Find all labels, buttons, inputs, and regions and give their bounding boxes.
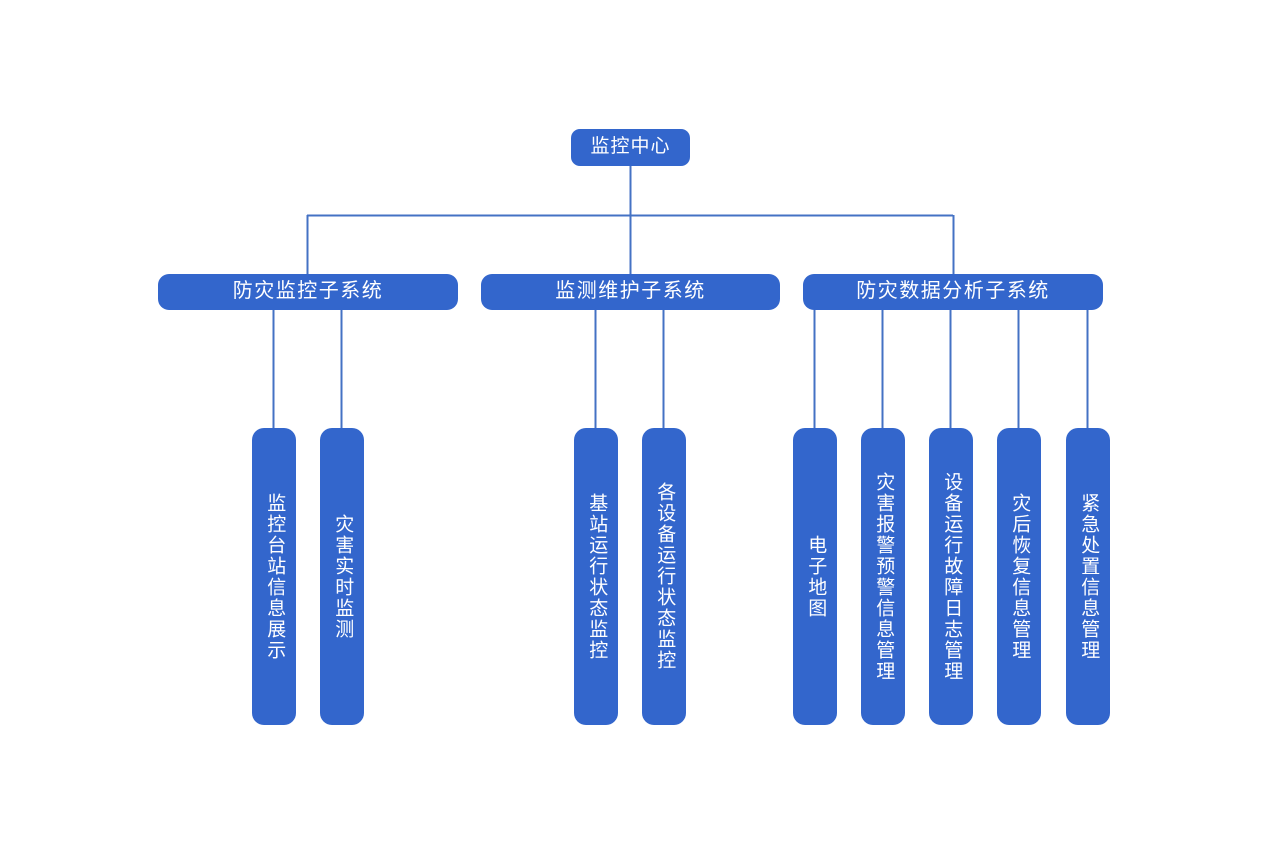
node-leaf-emergency-response-info-management[interactable]: 紧急处置信息管理 [1066, 428, 1110, 725]
node-leaf-label: 监控台站信息展示 [264, 492, 286, 661]
node-leaf-label: 设备运行故障日志管理 [941, 471, 963, 682]
node-leaf-device-fault-log-management[interactable]: 设备运行故障日志管理 [929, 428, 973, 725]
node-leaf-label: 灾害实时监测 [332, 513, 354, 640]
node-leaf-label: 基站运行状态监控 [586, 492, 608, 661]
node-leaf-label: 电子地图 [805, 534, 827, 619]
node-subsystem-1-label: 防灾监控子系统 [232, 280, 384, 303]
node-leaf-station-info-display[interactable]: 监控台站信息展示 [252, 428, 296, 725]
node-leaf-label: 灾后恢复信息管理 [1009, 492, 1031, 661]
node-subsystem-2-label: 监测维护子系统 [555, 280, 706, 303]
node-leaf-base-station-status-monitoring[interactable]: 基站运行状态监控 [574, 428, 618, 725]
node-leaf-disaster-alarm-warning-info-management[interactable]: 灾害报警预警信息管理 [861, 428, 905, 725]
node-subsystem-2[interactable]: 监测维护子系统 [481, 274, 780, 310]
node-leaf-realtime-disaster-monitoring[interactable]: 灾害实时监测 [320, 428, 364, 725]
node-leaf-device-status-monitoring[interactable]: 各设备运行状态监控 [642, 428, 686, 725]
node-root-monitoring-center[interactable]: 监控中心 [571, 129, 690, 166]
node-leaf-label: 灾害报警预警信息管理 [873, 471, 895, 682]
node-subsystem-1[interactable]: 防灾监控子系统 [158, 274, 458, 310]
node-leaf-post-disaster-recovery-info-management[interactable]: 灾后恢复信息管理 [997, 428, 1041, 725]
node-leaf-label: 紧急处置信息管理 [1078, 492, 1100, 661]
node-leaf-electronic-map[interactable]: 电子地图 [793, 428, 837, 725]
node-root-label: 监控中心 [590, 136, 671, 158]
node-leaf-label: 各设备运行状态监控 [654, 482, 676, 671]
node-subsystem-3-label: 防灾数据分析子系统 [856, 280, 1050, 303]
node-subsystem-3[interactable]: 防灾数据分析子系统 [803, 274, 1103, 310]
